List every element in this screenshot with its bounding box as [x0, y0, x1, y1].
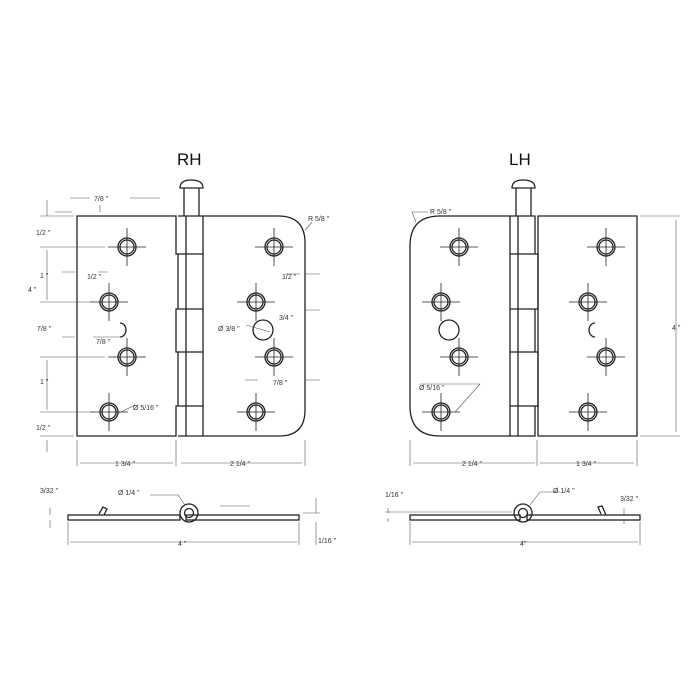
rh-right-inset-3: 3/4 "	[279, 315, 294, 322]
rh-side-leaf-left	[67, 514, 181, 521]
rh-side-leaf-label: 1/16 "	[318, 538, 337, 545]
rh-pin-hole-label: Ø 3/8 "	[218, 326, 240, 333]
rh-mid: 7/8 "	[37, 326, 52, 333]
lh-screw-hole-5	[587, 228, 625, 266]
lh-side-length: 4"	[520, 541, 527, 548]
lh-screw-hole-4	[422, 393, 460, 431]
lh-screw-hole-3	[440, 338, 478, 376]
rh-side-length: 4 "	[178, 541, 187, 548]
lh-screw-hole-8	[569, 393, 607, 431]
lh-hinge: LH R 5/8 " Ø 5/16 " 4 " 2 1/4 " 1 3/4 "	[409, 150, 681, 468]
rh-left-inset-2: 1/2 "	[87, 274, 102, 281]
rh-side-pin	[183, 507, 195, 519]
rh-hinge: RH R 5/8 " 1/2 " 1 " 4 " 7/8 " 1 " 1/2 "…	[28, 150, 330, 468]
lh-right-width: 1 3/4 "	[576, 461, 597, 468]
rh-pin-hole	[252, 319, 274, 341]
rh-side-thickness: 3/32 "	[40, 488, 59, 495]
rh-screw-hole-label: Ø 5/16 "	[133, 405, 159, 412]
lh-knuckle	[509, 215, 539, 437]
lh-side-leaf-label: 1/16 "	[385, 492, 404, 499]
lh-side-pin	[517, 507, 529, 519]
rh-screw-hole-8	[237, 393, 275, 431]
lh-left-width: 2 1/4 "	[462, 461, 483, 468]
rh-side-pin-label: Ø 1/4 "	[118, 490, 140, 497]
lh-pin	[511, 179, 536, 216]
rh-left-leaf	[76, 215, 179, 437]
rh-knuckle	[178, 215, 204, 437]
lh-screw-hole-7	[587, 338, 625, 376]
lh-side-leaf-right	[526, 514, 641, 521]
rh-bottom-offset: 1/2 "	[36, 425, 51, 432]
rh-screw-hole-6	[237, 283, 275, 321]
rh-title: RH	[177, 150, 202, 169]
rh-left-width: 1 3/4 "	[115, 461, 136, 468]
rh-c-cutout	[119, 322, 127, 338]
lh-screw-hole-6	[569, 283, 607, 321]
rh-radius-label: R 5/8 "	[308, 216, 330, 223]
lh-side-view: 1/16 " Ø 1/4 " 3/32 " 4"	[385, 488, 641, 548]
rh-side-knuckle	[179, 503, 199, 523]
lh-left-leaf	[409, 215, 510, 437]
rh-side-view: 3/32 " Ø 1/4 " 4 " 1/16 "	[40, 488, 337, 548]
rh-screw-hole-4	[90, 393, 128, 431]
lh-title: LH	[509, 150, 531, 169]
rh-side-tab	[98, 506, 108, 516]
lh-screw-hole-2	[422, 283, 460, 321]
rh-screw-hole-2	[90, 283, 128, 321]
rh-screw-hole-1	[108, 228, 146, 266]
rh-top-offset: 1/2 "	[36, 230, 51, 237]
lh-screw-hole-label: Ø 5/16 "	[419, 385, 445, 392]
lh-dimension-lines	[409, 211, 680, 466]
lh-right-leaf	[537, 215, 638, 437]
rh-pin	[179, 179, 204, 216]
rh-side-leaf-right	[185, 514, 300, 521]
lh-side-leaf-left	[409, 514, 521, 521]
lh-side-thickness: 3/32 "	[620, 496, 639, 503]
rh-dimension-lines	[40, 197, 320, 466]
rh-left-inset-top: 7/8 "	[94, 196, 109, 203]
rh-screw-hole-7	[255, 338, 293, 376]
rh-right-inset-4: 7/8 "	[273, 380, 288, 387]
lh-c-cutout	[588, 322, 596, 338]
lh-side-pin-label: Ø 1/4 "	[553, 488, 575, 495]
rh-screw-hole-3	[108, 338, 146, 376]
rh-spacing-2: 1 "	[40, 379, 49, 386]
rh-screw-hole-5	[255, 228, 293, 266]
rh-right-leaf	[203, 215, 306, 437]
lh-overall-height: 4 "	[672, 325, 681, 332]
rh-right-width: 2 1/4 "	[230, 461, 251, 468]
lh-side-knuckle	[513, 503, 533, 523]
rh-overall-height: 4 "	[28, 287, 37, 294]
rh-right-inset-2: 1/2 "	[282, 274, 297, 281]
rh-spacing-1: 1 "	[40, 273, 49, 280]
lh-pin-hole	[438, 319, 460, 341]
lh-radius-label: R 5/8 "	[430, 209, 452, 216]
lh-screw-hole-1	[440, 228, 478, 266]
rh-left-inset-3: 7/8 "	[96, 339, 111, 346]
lh-side-tab	[597, 505, 607, 516]
